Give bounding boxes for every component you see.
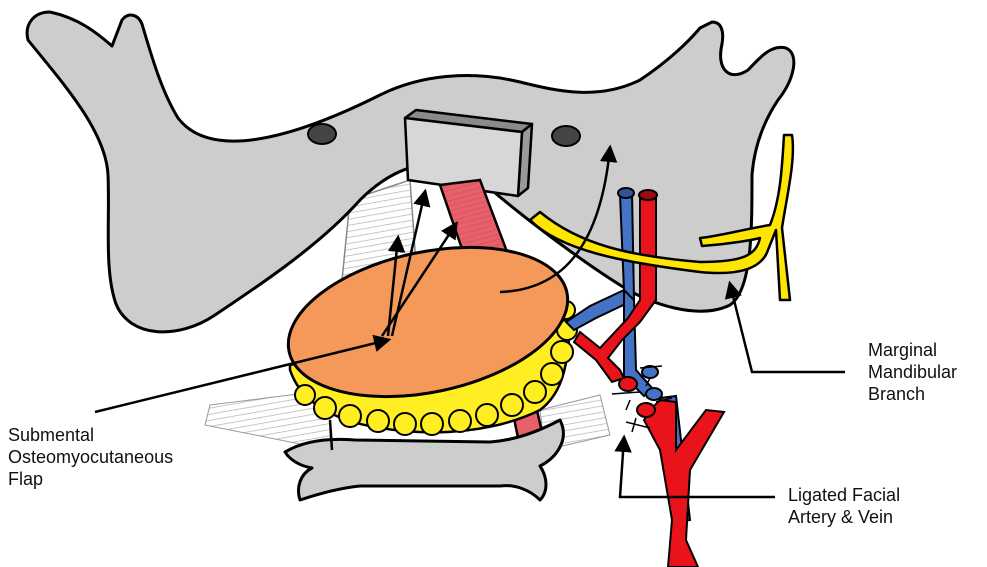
label-submental-flap: Submental Osteomyocutaneous Flap (8, 424, 173, 490)
ligated-stump-4 (646, 388, 662, 400)
ligated-stump-3 (637, 403, 655, 417)
mental-foramen-right (552, 126, 580, 146)
mental-foramen-left (308, 124, 336, 144)
label-marginal-mandibular-branch: Marginal Mandibular Branch (868, 339, 957, 405)
label-ligated-facial-vessels: Ligated Facial Artery & Vein (788, 484, 900, 528)
ligated-stump-1 (619, 377, 637, 391)
vein-top-opening (618, 188, 634, 198)
artery-top-opening (639, 190, 657, 200)
